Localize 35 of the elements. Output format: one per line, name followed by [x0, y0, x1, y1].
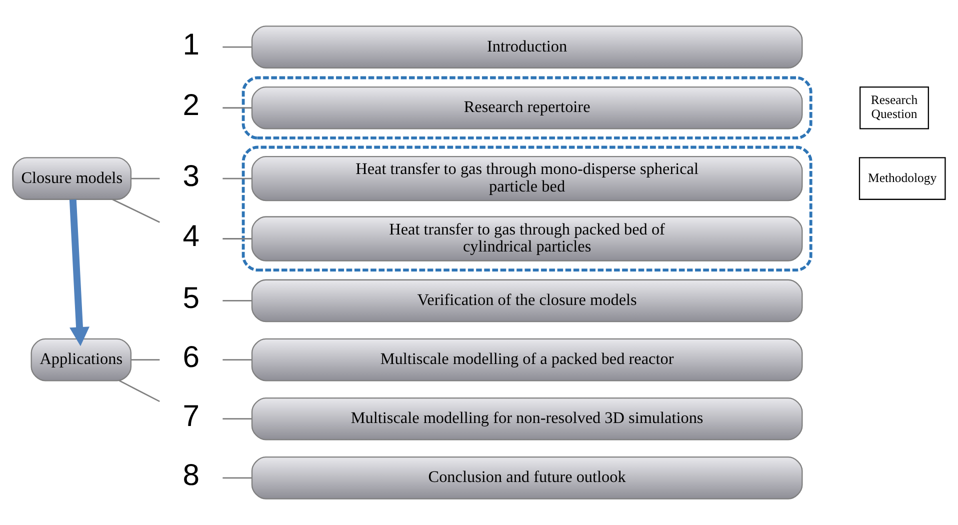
node-box: Multiscale modelling of a packed bed reactor	[251, 338, 803, 382]
node-text: 4	[182, 220, 200, 254]
node-box: Research repertoire	[251, 86, 803, 130]
connector	[112, 198, 160, 223]
node-box: Introduction	[251, 26, 803, 68]
node-text: 7	[182, 400, 200, 434]
node-text: 6	[182, 341, 200, 374]
node-box: Research Question	[860, 86, 929, 130]
node-box: Multiscale modelling for non-resolved 3D simulations	[251, 397, 803, 440]
connector	[222, 178, 252, 180]
node-text: 8	[182, 459, 200, 492]
node-text: 1	[182, 28, 200, 62]
node-box: Heat transfer to gas through mono-disperse spherical particle bed	[251, 156, 803, 202]
connector	[119, 380, 160, 402]
connector	[222, 477, 252, 479]
node-box: Heat transfer to gas through packed bed of cylindrical particles	[251, 216, 803, 262]
node-text: 2	[182, 89, 200, 122]
connector	[222, 300, 252, 302]
connector	[131, 178, 160, 180]
node-box: Conclusion and future outlook	[251, 456, 803, 500]
connector	[222, 46, 252, 48]
cluster	[242, 76, 812, 140]
node-box: Verification of the closure models	[251, 279, 803, 322]
cluster	[242, 146, 812, 272]
node-text: 5	[182, 282, 200, 316]
connector	[131, 359, 160, 360]
node-box: Closure models	[12, 157, 132, 200]
connector	[222, 238, 252, 240]
node-text: 3	[182, 160, 200, 193]
connector	[222, 418, 252, 420]
connector	[222, 107, 252, 109]
node-box: Methodology	[858, 157, 946, 200]
connector	[222, 359, 252, 360]
node-box: Applications	[30, 338, 132, 382]
arrow	[69, 199, 90, 346]
